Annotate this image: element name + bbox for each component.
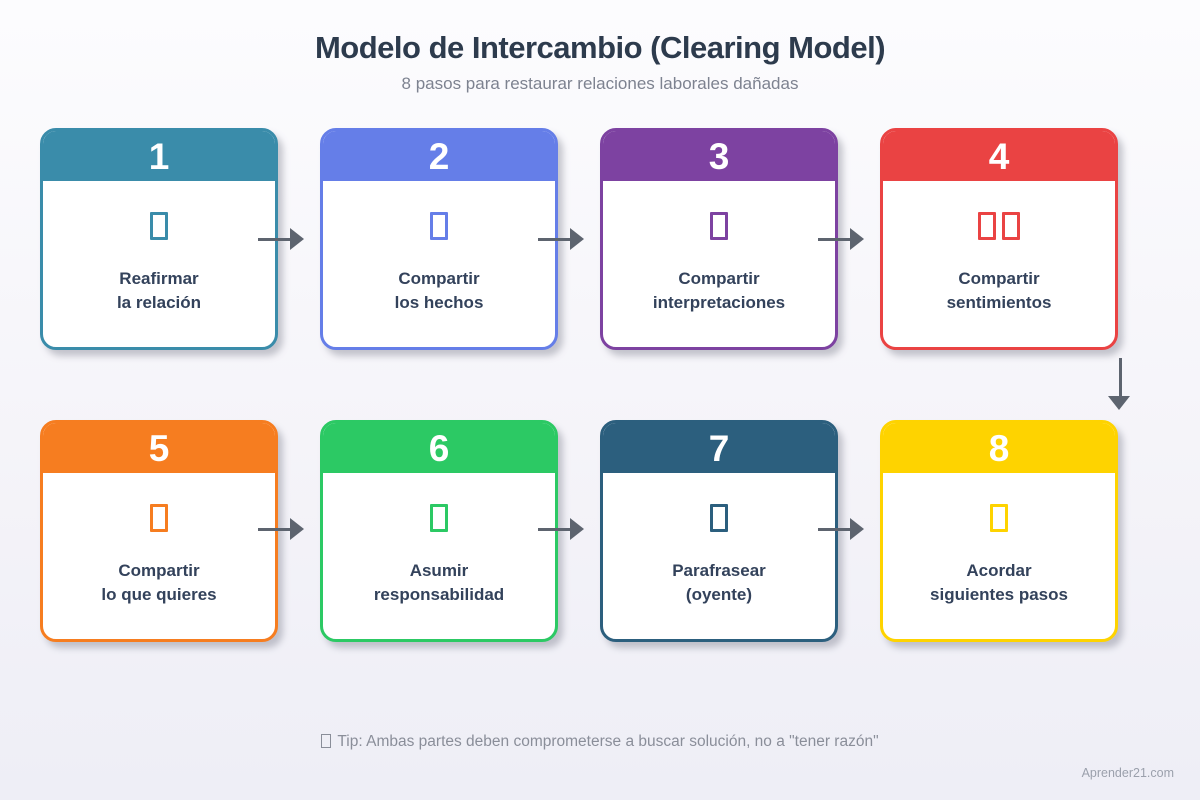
- missing-glyph-icon: [978, 212, 996, 240]
- step-card-7: 7 Parafrasear(oyente): [600, 420, 838, 642]
- missing-glyph-icon: [1002, 212, 1020, 240]
- watermark: Aprender21.com: [1081, 766, 1174, 780]
- arrow-right-icon: [538, 227, 584, 251]
- arrow-right-icon: [258, 227, 304, 251]
- step-number: 6: [428, 427, 450, 469]
- missing-glyph-icon: [150, 504, 168, 532]
- arrow-right-icon: [818, 517, 864, 541]
- step-card-5-header: 5: [43, 423, 275, 473]
- step-card-1-header: 1: [43, 131, 275, 181]
- step-card-3-header: 3: [603, 131, 835, 181]
- arrow-down-icon: [1107, 358, 1133, 412]
- step-number: 8: [988, 427, 1010, 469]
- missing-glyph-icon: [990, 504, 1008, 532]
- step-card-7-body: Parafrasear(oyente): [603, 473, 835, 639]
- step-card-4-header: 4: [883, 131, 1115, 181]
- arrow-right-icon: [538, 517, 584, 541]
- step-card-7-header: 7: [603, 423, 835, 473]
- step-card-8-header: 8: [883, 423, 1115, 473]
- step-number: 1: [148, 135, 170, 177]
- step-number: 7: [708, 427, 730, 469]
- missing-glyph-icon: [710, 504, 728, 532]
- step-number: 2: [428, 135, 450, 177]
- step-card-2-header: 2: [323, 131, 555, 181]
- missing-glyph-icon: [150, 212, 168, 240]
- tip-text: Tip: Ambas partes deben comprometerse a …: [0, 733, 1200, 751]
- arrow-right-icon: [258, 517, 304, 541]
- step-card-6-header: 6: [323, 423, 555, 473]
- missing-glyph-icon: [430, 504, 448, 532]
- missing-glyph-icon: [321, 734, 332, 748]
- page-subtitle: 8 pasos para restaurar relaciones labora…: [401, 74, 799, 93]
- step-number: 3: [708, 135, 730, 177]
- step-label: Parafrasear(oyente): [672, 561, 766, 604]
- step-number: 5: [148, 427, 170, 469]
- missing-glyph-icon: [430, 212, 448, 240]
- step-number: 4: [988, 135, 1010, 177]
- page-title: Modelo de Intercambio (Clearing Model): [314, 30, 886, 65]
- arrow-right-icon: [818, 227, 864, 251]
- missing-glyph-icon: [710, 212, 728, 240]
